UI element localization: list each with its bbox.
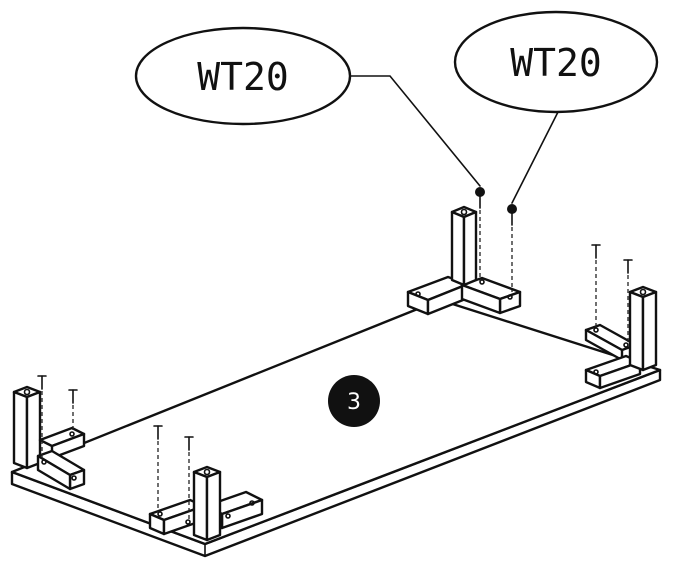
panel-top-surface <box>10 298 662 546</box>
step-number: 3 <box>347 390 361 415</box>
callout-bubble <box>453 10 659 114</box>
screw-front-2 <box>184 436 194 520</box>
bracket-left-corner <box>12 385 86 491</box>
screw-back-1 <box>475 187 485 282</box>
callout-bubble <box>134 26 352 126</box>
step-number-badge: 3 <box>328 375 380 427</box>
callout-wt20-right: WT20 <box>453 10 659 114</box>
screw-left-1 <box>37 375 47 458</box>
screw-right-1 <box>591 244 601 328</box>
screw-left-2 <box>68 389 78 430</box>
callout-wt20-left: WT20 <box>134 26 352 126</box>
callout-label: WT20 <box>197 55 289 99</box>
table-top-panel <box>10 298 662 558</box>
leader-lines <box>347 75 559 204</box>
screws <box>37 187 633 520</box>
bracket-back-corner <box>406 205 522 316</box>
screw-right-2 <box>623 259 633 343</box>
callout-label: WT20 <box>510 41 602 85</box>
bracket-right-corner <box>584 285 658 390</box>
bracket-front-corner <box>148 465 264 542</box>
screw-front-1 <box>153 425 163 512</box>
screw-back-2 <box>507 204 517 292</box>
